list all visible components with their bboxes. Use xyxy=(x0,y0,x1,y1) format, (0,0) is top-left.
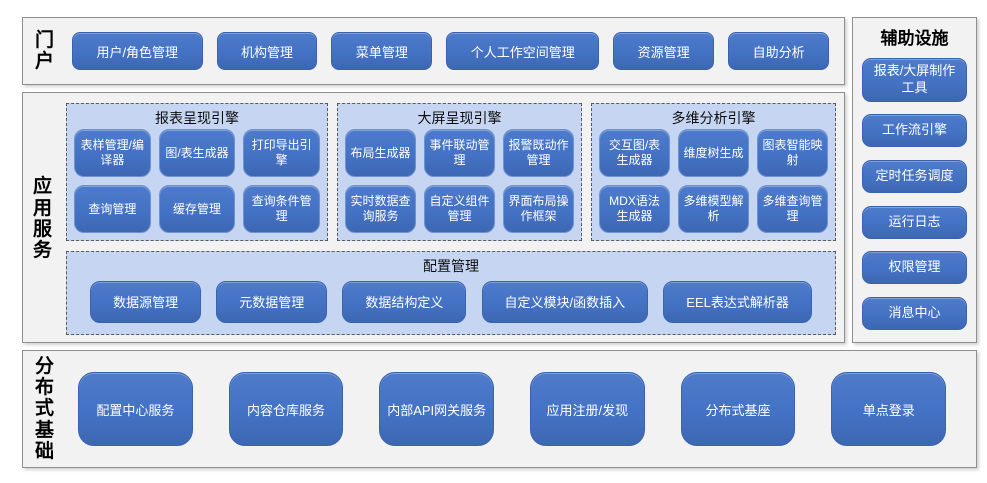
portal-layer: 门户 用户/角色管理机构管理菜单管理个人工作空间管理资源管理自助分析 xyxy=(22,17,845,85)
foundation-button-list: 配置中心服务内容仓库服务内部API网关服务应用注册/发现分布式基座单点登录 xyxy=(78,372,947,446)
auxiliary-block[interactable]: 报表/大屏制作工具 xyxy=(862,58,967,102)
config-block[interactable]: 数据源管理 xyxy=(90,280,202,323)
portal-block[interactable]: 菜单管理 xyxy=(331,32,433,70)
bigscreen-engine-block[interactable]: 自定义组件管理 xyxy=(424,185,495,234)
report-engine-grid: 表样管理/编译器图/表生成器打印导出引擎查询管理缓存管理查询条件管理 xyxy=(74,129,320,234)
olap-engine-panel: 多维分析引擎 交互图/表生成器维度树生成图表智能映射 MDX语法生成器多维模型解析… xyxy=(591,103,836,242)
auxiliary-button-list: 报表/大屏制作工具工作流引擎定时任务调度运行日志权限管理消息中心 xyxy=(862,58,967,330)
bigscreen-engine-block[interactable]: 布局生成器 xyxy=(345,129,416,177)
config-block[interactable]: 数据结构定义 xyxy=(342,280,467,323)
portal-block[interactable]: 机构管理 xyxy=(216,32,318,70)
config-button-list: 数据源管理元数据管理数据结构定义自定义模块/函数插入 EEL表达式解析器 xyxy=(77,277,825,326)
engine-panels-row: 报表呈现引擎 表样管理/编译器图/表生成器打印导出引擎查询管理缓存管理查询条件管… xyxy=(66,103,836,242)
auxiliary-facilities-title: 辅助设施 xyxy=(880,29,949,48)
olap-engine-block[interactable]: 多维查询管理 xyxy=(757,185,828,234)
report-engine-block[interactable]: 缓存管理 xyxy=(158,185,236,234)
olap-engine-block[interactable]: 维度树生成 xyxy=(678,129,749,177)
portal-block[interactable]: 个人工作空间管理 xyxy=(446,32,600,70)
bigscreen-engine-panel: 大屏呈现引擎 布局生成器事件联动管理报警既动作管理实时数据查询服务自定义组件管理… xyxy=(337,103,582,242)
foundation-block[interactable]: 内容仓库服务 xyxy=(228,372,344,446)
olap-engine-block[interactable]: MDX语法生成器 xyxy=(599,185,670,234)
bigscreen-engine-title: 大屏呈现引擎 xyxy=(417,110,502,126)
bigscreen-engine-block[interactable]: 界面布局操作框架 xyxy=(503,185,574,234)
config-block[interactable]: EEL表达式解析器 xyxy=(663,280,812,323)
report-engine-block[interactable]: 查询管理 xyxy=(74,185,151,234)
foundation-block[interactable]: 应用注册/发现 xyxy=(530,372,645,446)
olap-engine-block[interactable]: 交互图/表生成器 xyxy=(599,129,670,177)
foundation-block[interactable]: 单点登录 xyxy=(831,372,947,446)
app-services-label: 应用服务 xyxy=(33,176,53,262)
portal-layer-label: 门户 xyxy=(35,29,55,72)
portal-block[interactable]: 资源管理 xyxy=(613,32,715,70)
auxiliary-block[interactable]: 权限管理 xyxy=(862,251,967,285)
distributed-foundation-layer: 分布式基础 配置中心服务内容仓库服务内部API网关服务应用注册/发现分布式基座单… xyxy=(22,350,977,468)
portal-block[interactable]: 用户/角色管理 xyxy=(72,32,203,70)
portal-button-list: 用户/角色管理机构管理菜单管理个人工作空间管理资源管理自助分析 xyxy=(72,32,830,70)
report-engine-block[interactable]: 表样管理/编译器 xyxy=(74,129,151,177)
report-engine-block[interactable]: 打印导出引擎 xyxy=(243,129,320,177)
config-management-panel: 配置管理 数据源管理元数据管理数据结构定义自定义模块/函数插入 EEL表达式解析器 xyxy=(66,251,836,335)
bigscreen-engine-block[interactable]: 事件联动管理 xyxy=(424,129,495,177)
auxiliary-block[interactable]: 定时任务调度 xyxy=(862,160,967,194)
foundation-block[interactable]: 内部API网关服务 xyxy=(379,372,495,446)
distributed-foundation-label: 分布式基础 xyxy=(35,355,55,462)
foundation-block[interactable]: 配置中心服务 xyxy=(78,372,193,446)
auxiliary-block[interactable]: 消息中心 xyxy=(862,296,967,330)
bigscreen-engine-block[interactable]: 实时数据查询服务 xyxy=(345,185,416,234)
config-management-title: 配置管理 xyxy=(423,258,479,275)
olap-engine-block[interactable]: 多维模型解析 xyxy=(678,185,749,234)
report-engine-panel: 报表呈现引擎 表样管理/编译器图/表生成器打印导出引擎查询管理缓存管理查询条件管… xyxy=(66,103,328,242)
config-block[interactable]: 自定义模块/函数插入 xyxy=(481,280,649,323)
auxiliary-block[interactable]: 运行日志 xyxy=(862,205,967,239)
bigscreen-engine-grid: 布局生成器事件联动管理报警既动作管理实时数据查询服务自定义组件管理界面布局操作框… xyxy=(345,129,574,234)
app-services-layer: 应用服务 报表呈现引擎 表样管理/编译器图/表生成器打印导出引擎查询管理缓存管理… xyxy=(22,92,845,343)
auxiliary-facilities-panel: 辅助设施 报表/大屏制作工具工作流引擎定时任务调度运行日志权限管理消息中心 xyxy=(852,17,977,343)
report-engine-title: 报表呈现引擎 xyxy=(155,110,239,126)
olap-engine-block[interactable]: 图表智能映射 xyxy=(757,129,828,177)
portal-block[interactable]: 自助分析 xyxy=(728,32,830,70)
olap-engine-title: 多维分析引擎 xyxy=(671,110,756,126)
config-block[interactable]: 元数据管理 xyxy=(216,280,328,323)
report-engine-block[interactable]: 查询条件管理 xyxy=(243,185,320,234)
olap-engine-grid: 交互图/表生成器维度树生成图表智能映射 MDX语法生成器多维模型解析多维查询管理 xyxy=(599,129,828,234)
auxiliary-block[interactable]: 工作流引擎 xyxy=(862,114,967,148)
report-engine-block[interactable]: 图/表生成器 xyxy=(158,129,236,177)
bigscreen-engine-block[interactable]: 报警既动作管理 xyxy=(503,129,574,177)
foundation-block[interactable]: 分布式基座 xyxy=(680,372,796,446)
